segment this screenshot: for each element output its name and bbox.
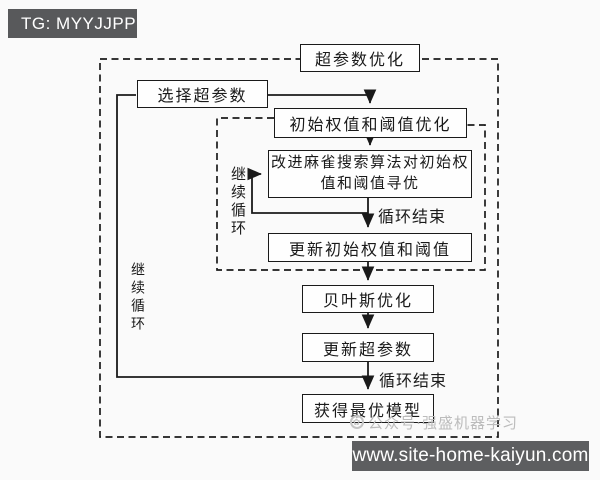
edge-inner-continue-loop bbox=[247, 167, 368, 214]
node-init-weight-threshold-opt: 初始权值和阈值优化 bbox=[274, 108, 467, 138]
node-label: 改进麻雀搜索算法对初始权 值和阈值寻优 bbox=[270, 155, 469, 192]
label-continue-loop-inner: 继续循环 bbox=[229, 166, 245, 238]
tg-badge: TG: MYYJJPP bbox=[8, 9, 137, 38]
flower-logo-icon: ✿ bbox=[350, 415, 364, 429]
outer-dashed-loop-border bbox=[99, 58, 499, 438]
label-continue-loop-outer: 继续循环 bbox=[129, 262, 144, 334]
node-bayesian-optimization: 贝叶斯优化 bbox=[302, 285, 434, 313]
node-final-model: 获得最优模型 bbox=[302, 394, 434, 423]
label-loop-end-inner: 循环结束 bbox=[378, 209, 447, 226]
node-update-init-weight-threshold: 更新初始权值和阈值 bbox=[268, 233, 472, 262]
label-loop-end-outer: 循环结束 bbox=[379, 373, 448, 390]
node-select-hyperparam: 选择超参数 bbox=[137, 80, 268, 108]
node-label: 更新超参数 bbox=[322, 341, 413, 359]
node-label: 更新初始权值和阈值 bbox=[288, 241, 451, 259]
watermark-text: 公众号·强盛机器学习 bbox=[368, 415, 518, 432]
inner-dashed-loop-border bbox=[216, 117, 486, 271]
node-hyperparam-optimization: 超参数优化 bbox=[300, 44, 420, 72]
node-label: 获得最优模型 bbox=[313, 402, 422, 420]
node-label: 选择超参数 bbox=[157, 88, 248, 105]
node-label: 初始权值和阈值优化 bbox=[289, 117, 452, 134]
node-label: 超参数优化 bbox=[314, 52, 405, 69]
faint-watermark: ✿ 公众号·强盛机器学习 bbox=[350, 413, 518, 432]
edge-select-to-initopt bbox=[268, 89, 377, 104]
node-label: 贝叶斯优化 bbox=[322, 293, 413, 310]
node-update-hyperparam: 更新超参数 bbox=[302, 333, 434, 362]
node-improved-sparrow-search: 改进麻雀搜索算法对初始权 值和阈值寻优 bbox=[268, 150, 472, 198]
edge-outer-continue-loop bbox=[116, 94, 368, 378]
url-watermark-bar: www.site-home-kaiyun.com bbox=[352, 441, 589, 471]
